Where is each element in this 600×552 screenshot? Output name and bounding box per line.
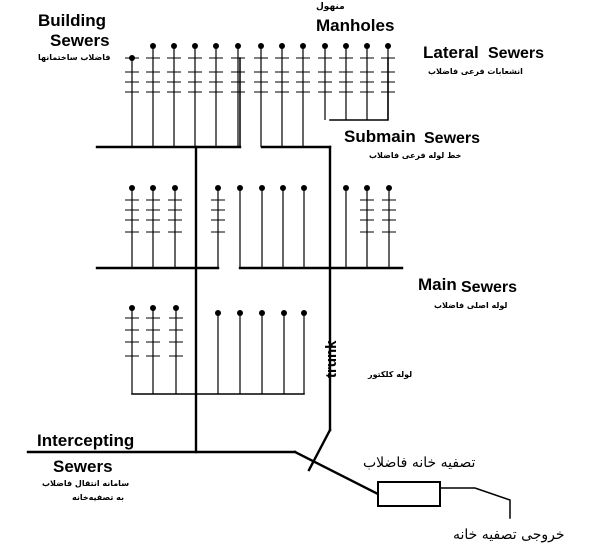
manhole-dot	[129, 185, 135, 191]
manhole-dot	[279, 43, 285, 49]
treatment-plant-label-fa: تصفیه خانه فاضلاب	[363, 455, 476, 471]
manhole-dot	[322, 43, 328, 49]
manhole-dot	[259, 310, 265, 316]
manhole-dot	[343, 43, 349, 49]
manhole-dot	[213, 43, 219, 49]
manhole-dot	[300, 43, 306, 49]
plant-outlet-label-fa: خروجی تصفیه خانه	[453, 527, 565, 543]
manhole-dot	[301, 185, 307, 191]
manhole-dot	[150, 185, 156, 191]
building-sewers-label-line2: Sewers	[50, 31, 110, 50]
treatment-plant-box	[377, 481, 441, 507]
manhole-dot	[215, 185, 221, 191]
lateral-sewers-label-word2: Sewers	[488, 45, 545, 62]
manhole-dot	[150, 43, 156, 49]
manhole-dot	[258, 43, 264, 49]
to-treatment-plant	[293, 450, 380, 496]
manhole-dot	[129, 55, 135, 61]
manhole-dot	[364, 43, 370, 49]
submain-sewers-label-word2: Sewers	[424, 130, 481, 147]
trunk-diagonal	[307, 428, 332, 472]
manhole-dot	[301, 310, 307, 316]
manhole-dot	[172, 185, 178, 191]
manhole-dot	[129, 305, 135, 311]
collector-pipe-label-fa: لوله کلکتور	[368, 370, 413, 379]
manhole-dot	[280, 185, 286, 191]
manhole-dot	[386, 185, 392, 191]
manhole-dot	[237, 185, 243, 191]
manhole-dot	[235, 43, 241, 49]
plant-outlet-line	[439, 487, 511, 519]
submain-sewers-label-fa: خط لوله فرعی فاضلاب	[369, 151, 462, 160]
building-sewers-label-fa: فاضلاب ساختمانها	[38, 53, 111, 62]
lateral-sewers-label-word1: Lateral	[423, 43, 479, 62]
trunk-label: trunk	[323, 340, 340, 379]
main-sewers-label-word2: Sewers	[461, 279, 518, 296]
manhole-dot	[237, 310, 243, 316]
manhole-dot	[192, 43, 198, 49]
manhole-dot	[343, 185, 349, 191]
manhole-dot	[385, 43, 391, 49]
manholes-label: Manholes	[316, 16, 395, 35]
submain-sewers-label-word1: Submain	[344, 127, 416, 146]
manhole-dot	[281, 310, 287, 316]
intercepting-sewers-label-fa-line1: سامانه انتقال فاضلاب	[42, 479, 130, 488]
manhole-dot	[364, 185, 370, 191]
building-sewers-label-line1: Building	[38, 11, 106, 30]
manhole-dot	[215, 310, 221, 316]
main-sewers-label-fa: لوله اصلی فاضلاب	[434, 301, 508, 310]
manholes-label-fa: منهول	[316, 2, 345, 12]
manhole-dot	[173, 305, 179, 311]
intercepting-sewers-label-line2: Sewers	[53, 457, 113, 476]
manhole-dot	[150, 305, 156, 311]
manhole-dot	[171, 43, 177, 49]
intercepting-sewers-label-fa-line2: به تصفیه‌خانه	[72, 493, 125, 502]
manhole-dot	[259, 185, 265, 191]
intercepting-sewers-label-line1: Intercepting	[37, 431, 135, 450]
main-sewers-label-word1: Main	[418, 275, 457, 294]
lateral-sewers-label-fa: انشعابات فرعی فاضلاب	[428, 67, 523, 76]
lateral-sewer-upper-right	[329, 57, 389, 121]
